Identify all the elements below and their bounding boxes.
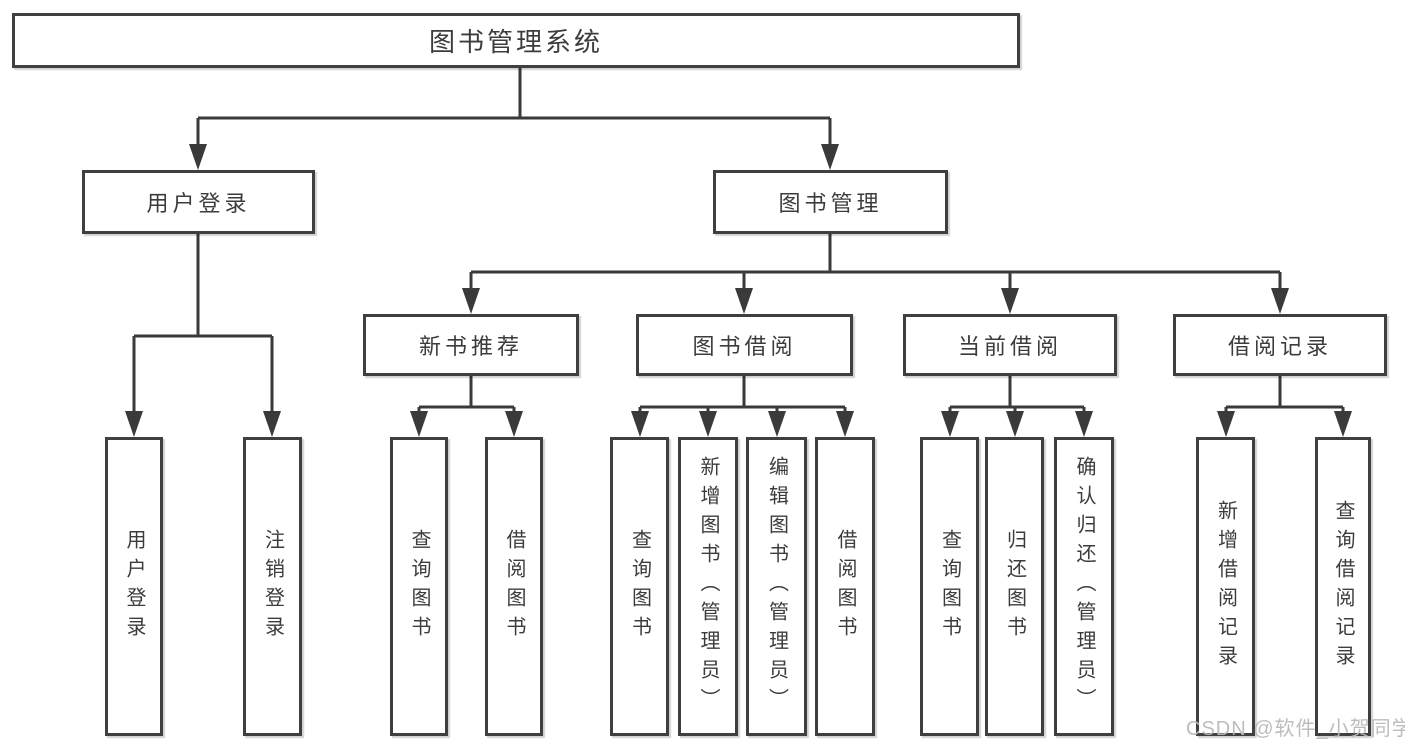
node-label: 归还图书 <box>1003 528 1026 645</box>
node-root-system: 图书管理系统 <box>12 13 1020 68</box>
node-leaf-borrow-book-2: 借阅图书 <box>815 437 875 736</box>
node-leaf-query-book-2: 查询图书 <box>610 437 669 736</box>
node-label: 借阅记录 <box>1227 334 1332 359</box>
node-leaf-logout: 注销登录 <box>243 437 302 736</box>
node-label: 用户登录 <box>123 528 145 645</box>
node-label: 新书推荐 <box>418 334 523 359</box>
node-label: 图书借阅 <box>692 334 797 359</box>
node-leaf-query-book-1: 查询图书 <box>390 437 448 736</box>
node-current-borrow: 当前借阅 <box>903 314 1117 376</box>
node-label: 查询图书 <box>938 528 961 645</box>
node-label: 借阅图书 <box>503 528 525 645</box>
node-new-book-recommend: 新书推荐 <box>363 314 579 376</box>
node-label: 用户登录 <box>146 191 251 216</box>
node-label: 当前借阅 <box>957 334 1062 359</box>
node-book-borrow: 图书借阅 <box>636 314 853 376</box>
node-label: 查询图书 <box>408 528 430 645</box>
node-label: 图书管理 <box>778 191 883 216</box>
node-leaf-confirm-return-admin: 确认归还（管理员） <box>1054 437 1114 736</box>
node-label: 编辑图书（管理员） <box>765 456 788 717</box>
node-label: 图书管理系统 <box>428 27 603 57</box>
node-label: 新增图书（管理员） <box>697 456 719 717</box>
node-leaf-user-login: 用户登录 <box>105 437 163 736</box>
node-leaf-add-book-admin: 新增图书（管理员） <box>678 437 738 736</box>
node-leaf-return-book: 归还图书 <box>985 437 1044 736</box>
node-leaf-edit-book-admin: 编辑图书（管理员） <box>746 437 807 736</box>
node-leaf-add-borrow-record: 新增借阅记录 <box>1196 437 1255 736</box>
node-label: 查询借阅记录 <box>1332 499 1354 674</box>
node-leaf-query-borrow-record: 查询借阅记录 <box>1315 437 1371 736</box>
node-label: 确认归还（管理员） <box>1073 456 1095 717</box>
node-label: 注销登录 <box>261 528 284 645</box>
node-book-management-module: 图书管理 <box>713 170 948 234</box>
node-leaf-borrow-book-1: 借阅图书 <box>485 437 543 736</box>
csdn-watermark: CSDN @软件_小贺同学 <box>1186 718 1405 740</box>
node-label: 新增借阅记录 <box>1214 499 1237 674</box>
node-borrow-records: 借阅记录 <box>1173 314 1387 376</box>
node-label: 借阅图书 <box>834 528 856 645</box>
node-user-login-module: 用户登录 <box>82 170 315 234</box>
node-label: 查询图书 <box>628 528 651 645</box>
node-leaf-query-book-3: 查询图书 <box>920 437 979 736</box>
